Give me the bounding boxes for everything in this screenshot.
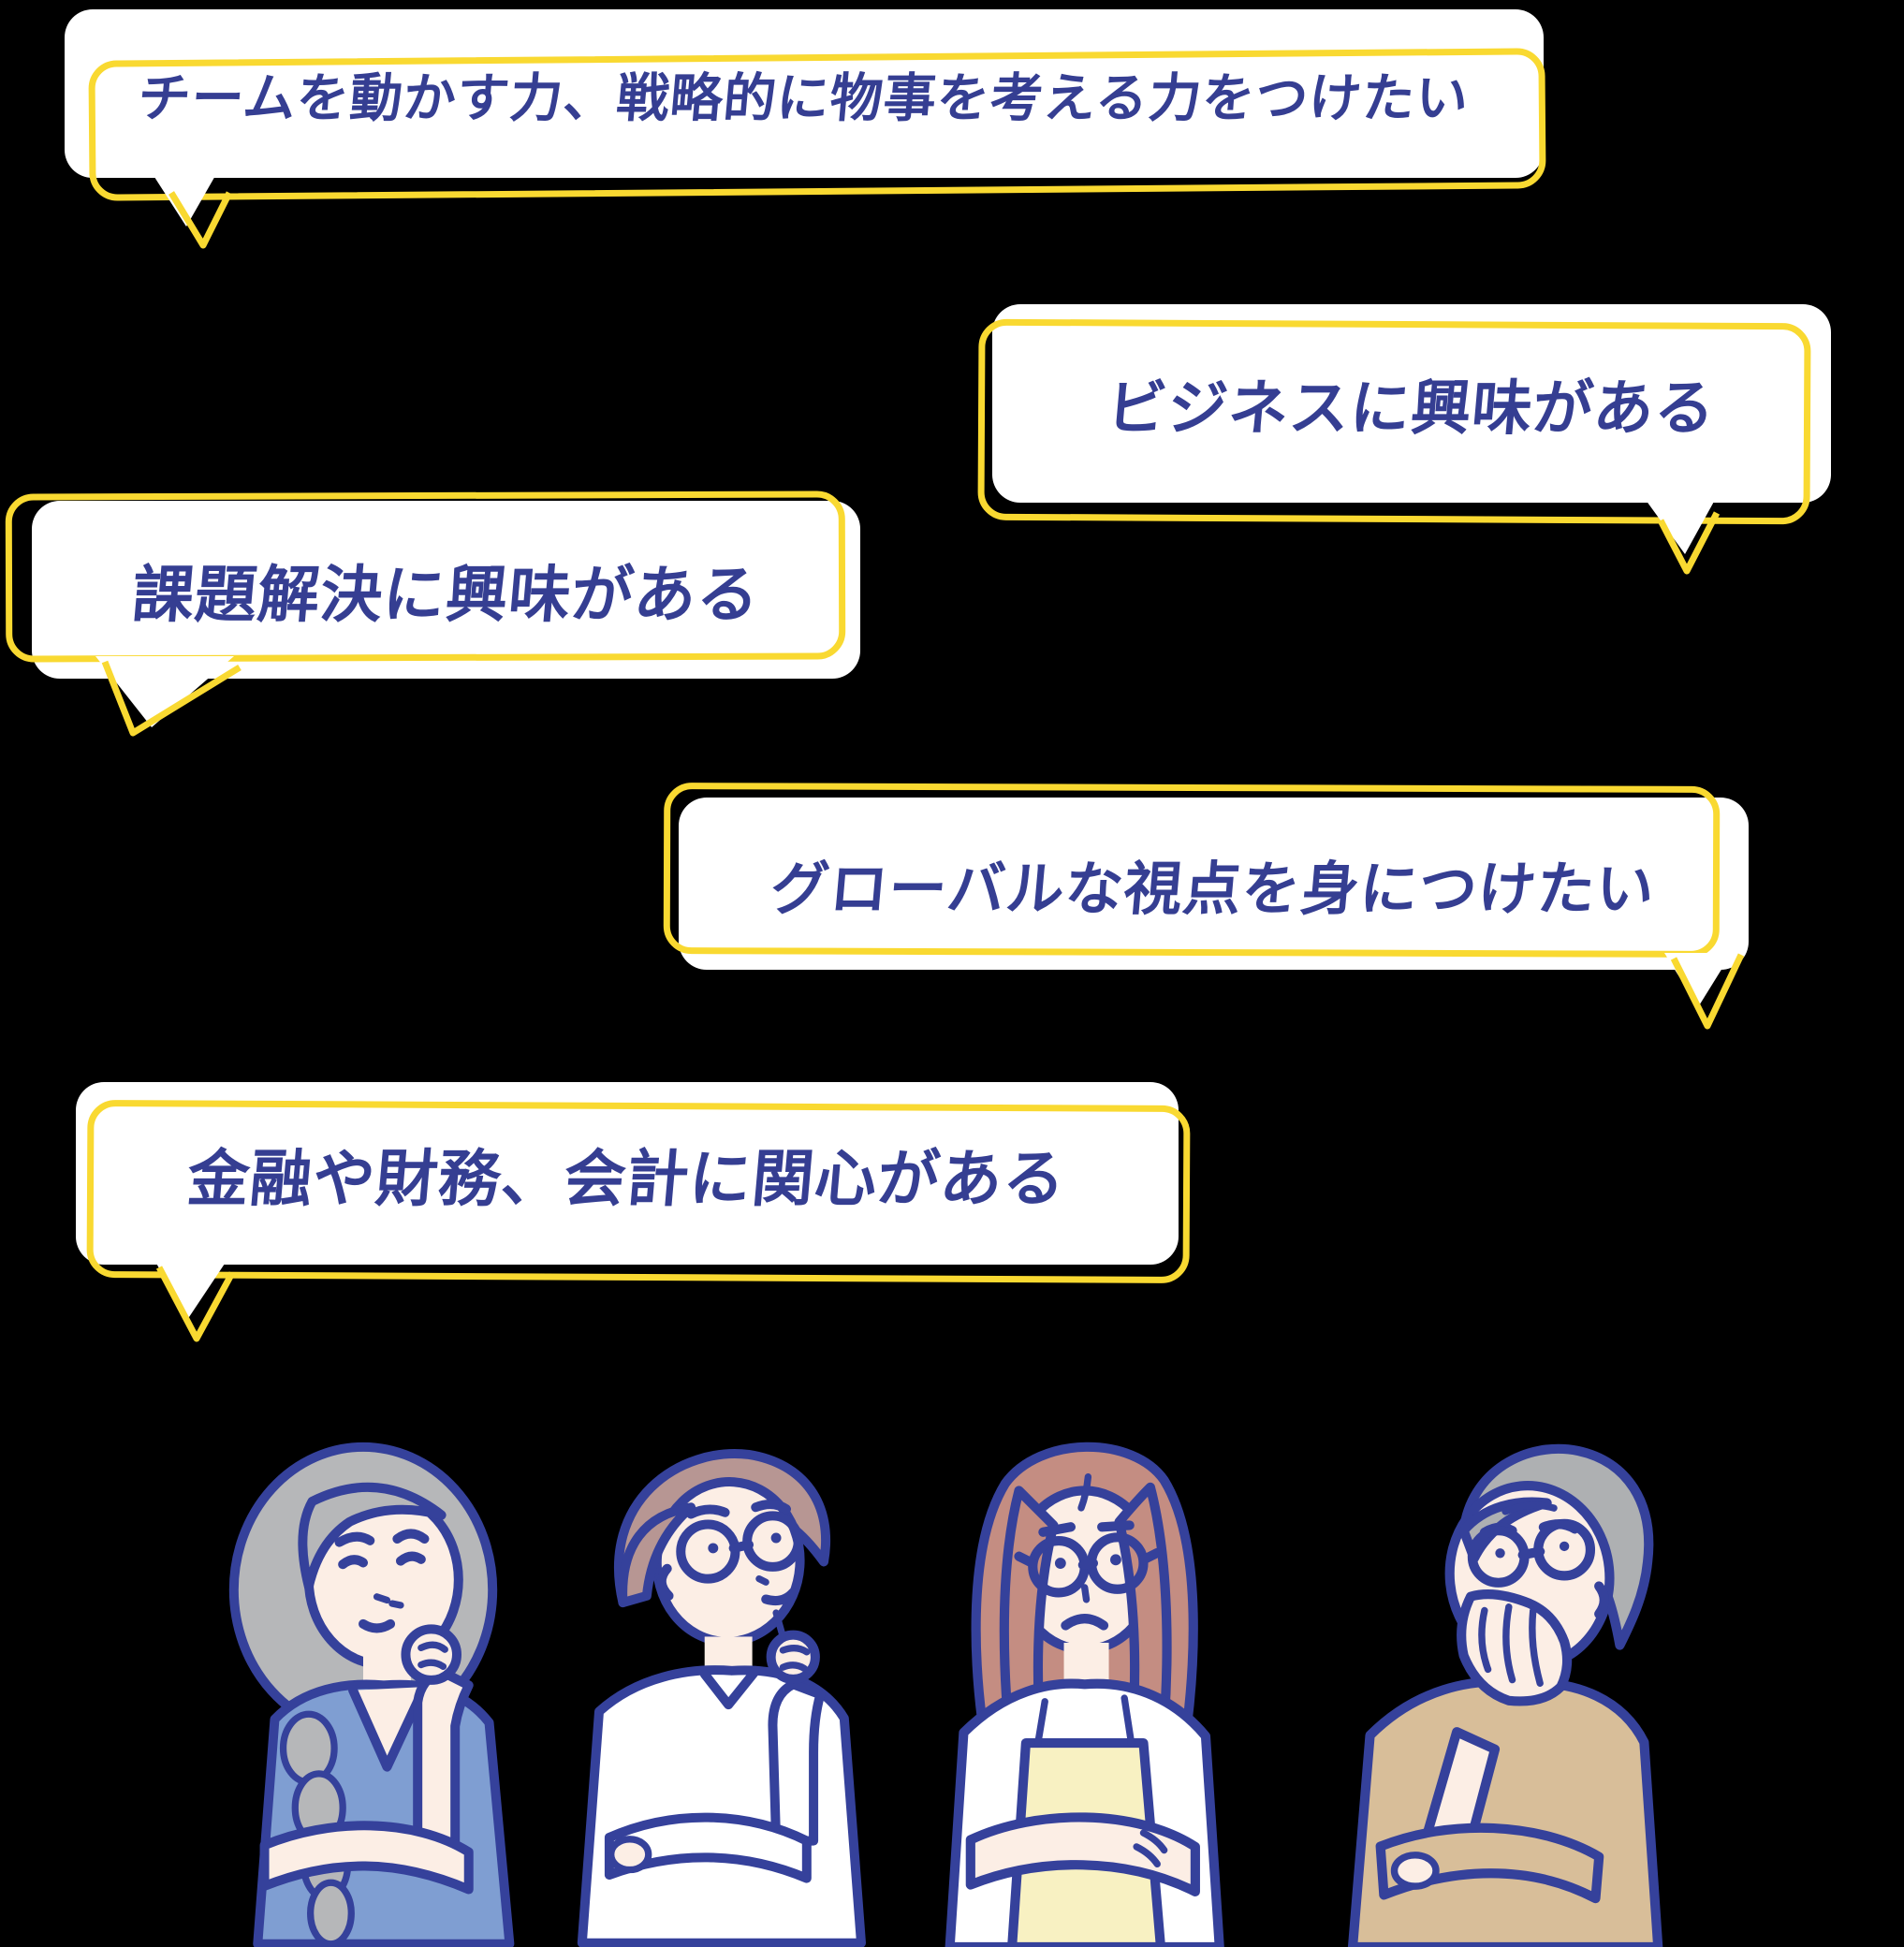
speech-bubble-business: ビジネスに興味がある (977, 304, 1831, 525)
speech-bubble-text: グローバルな視点を身につけたい (768, 857, 1659, 922)
speech-bubble-text: ビジネスに興味がある (1104, 374, 1719, 442)
person-young-woman-illustration (885, 1428, 1278, 1947)
person-young-man-illustration (524, 1428, 899, 1947)
speech-bubble-problem-solving: 課題解決に興味がある (5, 490, 860, 679)
person-senior-woman-illustration (176, 1430, 550, 1947)
speech-bubble-tail (153, 174, 233, 249)
speech-bubble-finance: 金融や財務、会計に関心がある (76, 1082, 1191, 1284)
speech-bubble-teamwork: チームを動かす力、戦略的に物事を考える力をつけたい (65, 9, 1546, 201)
speech-bubble-text: チームを動かす力、戦略的に物事を考える力をつけたい (136, 67, 1472, 127)
speech-bubble-text: 金融や財務、会計に関心がある (184, 1143, 1069, 1213)
speech-bubble-tail (154, 1258, 236, 1342)
speech-bubble-tail (1664, 953, 1745, 1030)
speech-bubble-global: グローバルな視点を身につけたい (663, 783, 1749, 970)
speech-bubble-tail (95, 656, 242, 737)
speech-bubble-text: 課題解決に興味がある (128, 560, 763, 629)
speech-bubble-tail (1646, 500, 1721, 575)
person-senior-man-illustration (1284, 1427, 1706, 1947)
